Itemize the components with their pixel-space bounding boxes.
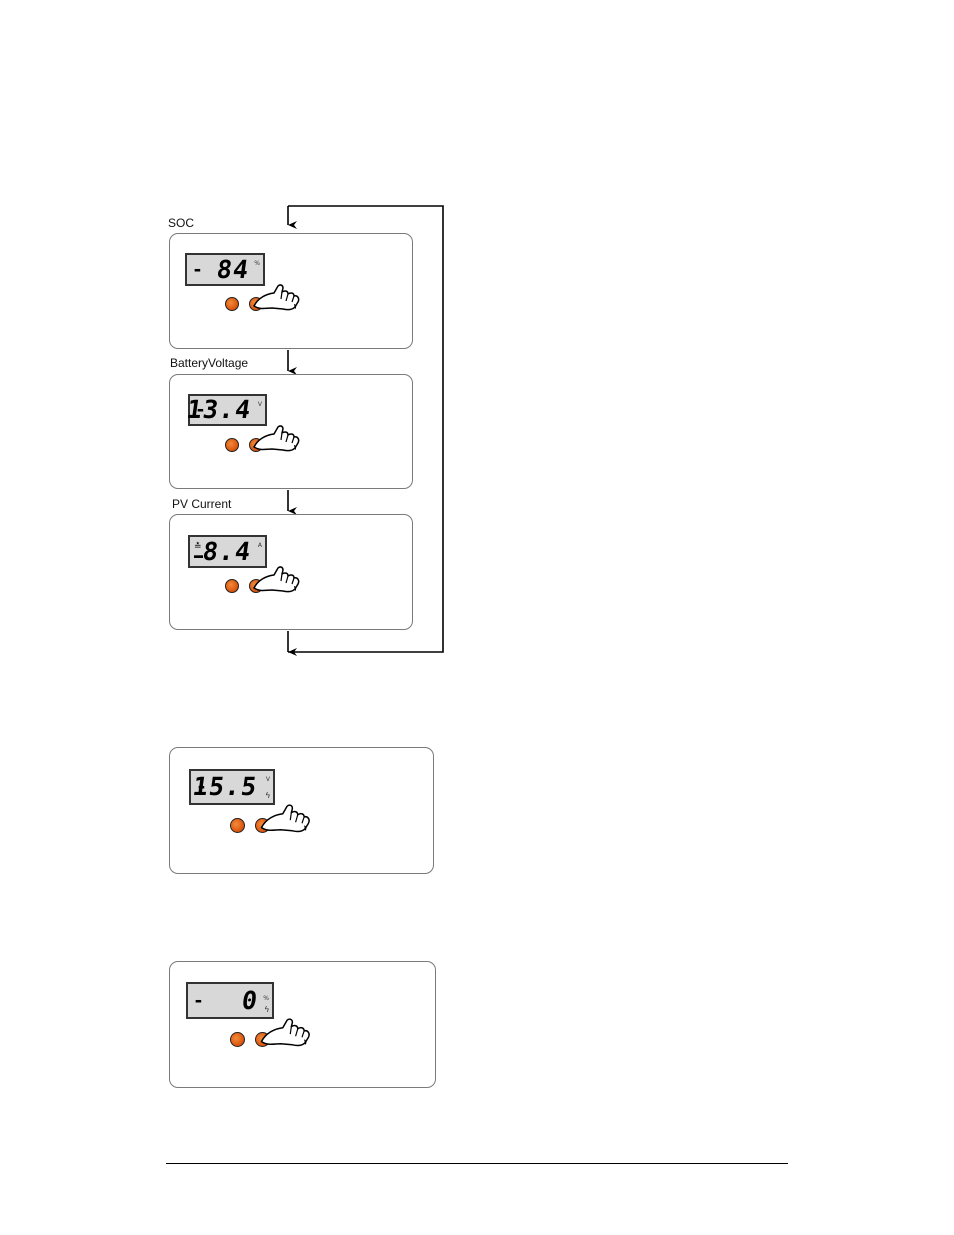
lcd-value: 84 <box>214 254 252 284</box>
lcd-display-setting-voltage: - 15.5 V ϟ <box>189 769 275 805</box>
lightning-icon: ϟ <box>265 791 270 800</box>
lcd-display-setting-other: - 0 % ϟ <box>186 982 274 1019</box>
label-battery-voltage: BatteryVoltage <box>170 356 249 370</box>
footer-rule <box>166 1163 788 1164</box>
controller-panel-setting-other: - 0 % ϟ <box>169 961 436 1088</box>
lcd-prefix: - <box>196 776 207 798</box>
left-button[interactable] <box>225 297 239 311</box>
lcd-unit: A <box>257 542 262 549</box>
left-button[interactable] <box>225 438 239 452</box>
finger-press-icon <box>253 566 300 593</box>
lcd-prefix: - <box>193 990 204 1011</box>
lcd-value: 8.4 <box>200 536 254 566</box>
lcd-value: 0 <box>239 985 261 1015</box>
finger-press-icon <box>253 284 300 311</box>
pv-panel-icon: ≛▬ <box>194 541 203 560</box>
loop-return-line <box>288 205 444 653</box>
lcd-unit: V <box>265 776 270 783</box>
label-pv-current: PV Current <box>172 497 232 511</box>
controller-panel-setting-voltage: - 15.5 V ϟ <box>169 747 434 874</box>
lcd-value: 15.5 <box>190 771 260 801</box>
lcd-display-battery-voltage: - 13.4 V <box>184 394 267 426</box>
lcd-unit: V <box>257 401 262 408</box>
controller-panel-pv-current: ≛▬ 8.4 A <box>169 514 413 630</box>
lcd-display-pv-current: ≛▬ 8.4 A <box>188 535 267 568</box>
finger-press-icon <box>260 804 310 833</box>
finger-press-icon <box>260 1018 310 1047</box>
lcd-display-soc: - 84 % <box>185 253 265 286</box>
finger-press-icon <box>253 425 300 452</box>
lcd-prefix: - <box>195 399 206 421</box>
controller-panel-battery-voltage: - 13.4 V <box>169 374 413 489</box>
lcd-unit: % <box>254 260 260 267</box>
lightning-icon: ϟ <box>264 1005 269 1014</box>
label-soc: SOC <box>168 216 195 230</box>
left-button[interactable] <box>225 579 239 593</box>
lcd-value: 13.4 <box>184 394 254 424</box>
left-button[interactable] <box>230 818 245 833</box>
left-button[interactable] <box>230 1032 245 1047</box>
controller-panel-soc: - 84 % <box>169 233 413 349</box>
lcd-prefix: - <box>192 259 203 280</box>
lcd-unit: % <box>263 995 269 1002</box>
